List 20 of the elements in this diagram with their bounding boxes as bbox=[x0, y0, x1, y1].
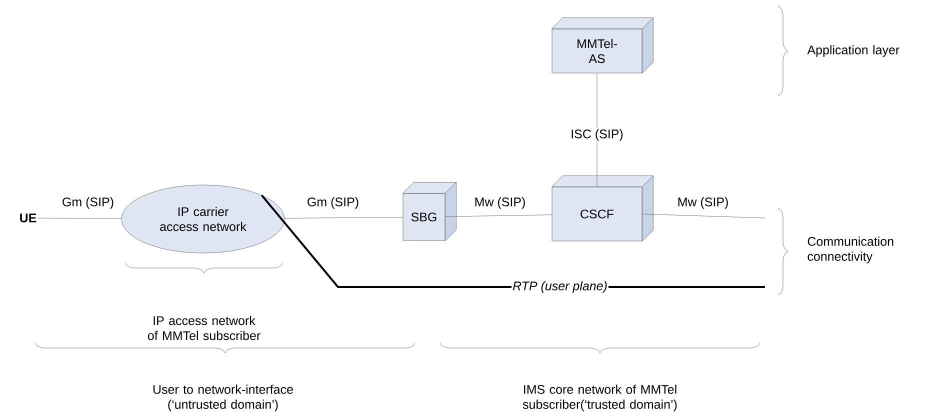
edge-label: Gm (SIP) bbox=[60, 196, 116, 210]
connector bbox=[445, 214, 552, 217]
endpoint-label: UE bbox=[20, 214, 36, 222]
edge-label: Mw (SIP) bbox=[473, 196, 527, 210]
connector bbox=[38, 218, 122, 219]
server-box: SBG bbox=[402, 182, 456, 241]
edge-label: Mw (SIP) bbox=[676, 196, 730, 210]
edge-label: RTP (user plane) bbox=[512, 280, 608, 294]
annotation-text: Communication connectivity bbox=[808, 236, 894, 264]
connector bbox=[596, 73, 598, 187]
annotation-text: IMS core network of MMTel subscriber(‘trusted domain’) bbox=[522, 384, 677, 412]
server-box: CSCF bbox=[552, 176, 654, 242]
edge-label: Gm (SIP) bbox=[306, 196, 360, 210]
annotation-text: User to network-interface (‘untrusted domain’) bbox=[153, 384, 293, 412]
annotation-text: IP access network of MMTel subscriber bbox=[148, 316, 260, 340]
server-box: MMTel-AS bbox=[552, 18, 654, 74]
annotation-text: Application layer bbox=[807, 45, 900, 57]
connector bbox=[642, 214, 766, 218]
edge-label: ISC (SIP) bbox=[570, 128, 624, 142]
connector bbox=[284, 217, 403, 218]
